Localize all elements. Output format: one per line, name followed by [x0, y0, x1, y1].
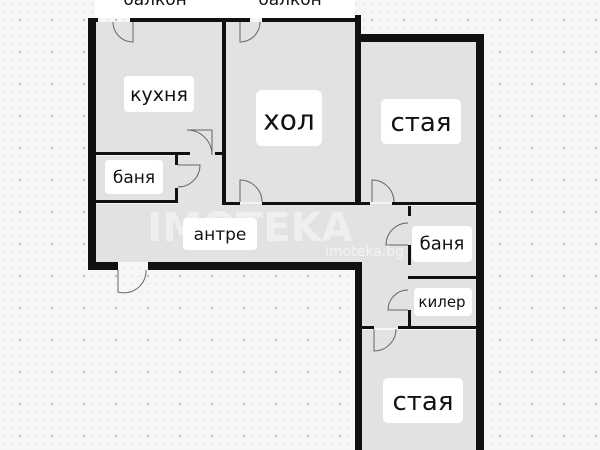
bathroom-right-label-box [412, 226, 472, 262]
corridor-nook [178, 153, 222, 205]
balcony-area [95, 0, 355, 18]
doors [112, 21, 409, 352]
hallway-label: антре [194, 225, 247, 245]
bathroom-right-label: баня [420, 234, 465, 255]
balcony-right-label: балкон [258, 0, 322, 10]
bedroom-top-label-box [381, 99, 461, 144]
bedroom-bottom-label: стая [392, 387, 453, 417]
storage-label-box [414, 288, 472, 316]
hallway-label-box [183, 218, 257, 250]
bathroom-left-label: баня [113, 168, 155, 188]
bedroom-bottom-label-box [383, 378, 463, 423]
balcony-left-label: балкон [123, 0, 187, 10]
bathroom-left-label-box [105, 160, 163, 194]
watermark-domain: imoteka.bg [325, 244, 404, 260]
living-room-label: хол [263, 104, 315, 137]
kitchen-label: кухня [130, 84, 188, 106]
storage-label: килер [418, 293, 465, 311]
bedroom-top-label: стая [390, 108, 451, 138]
walls [88, 15, 484, 450]
hallway-corridor [362, 204, 410, 328]
kitchen-label-box [124, 76, 194, 112]
living-room-label-box [256, 90, 322, 146]
